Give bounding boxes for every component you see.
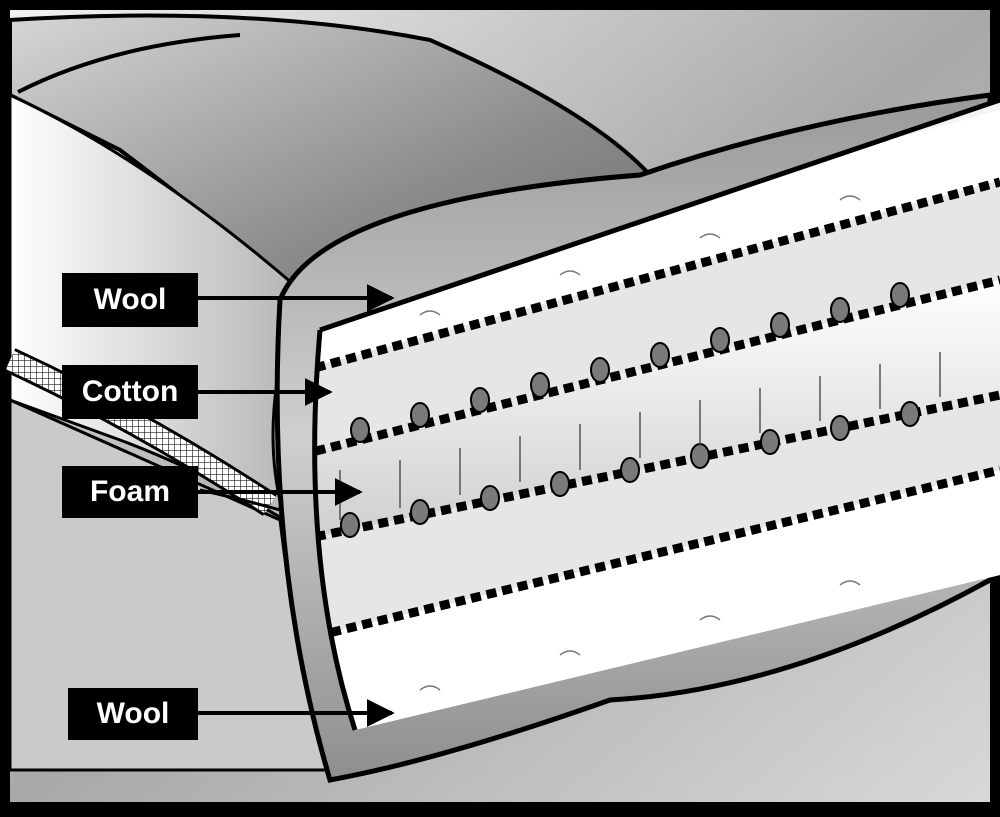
label-foam: Foam (62, 466, 198, 518)
label-wool-top: Wool (62, 273, 198, 327)
label-cotton: Cotton (62, 365, 198, 419)
label-wool-bottom: Wool (68, 688, 198, 740)
cross-section-layers (314, 100, 1000, 730)
